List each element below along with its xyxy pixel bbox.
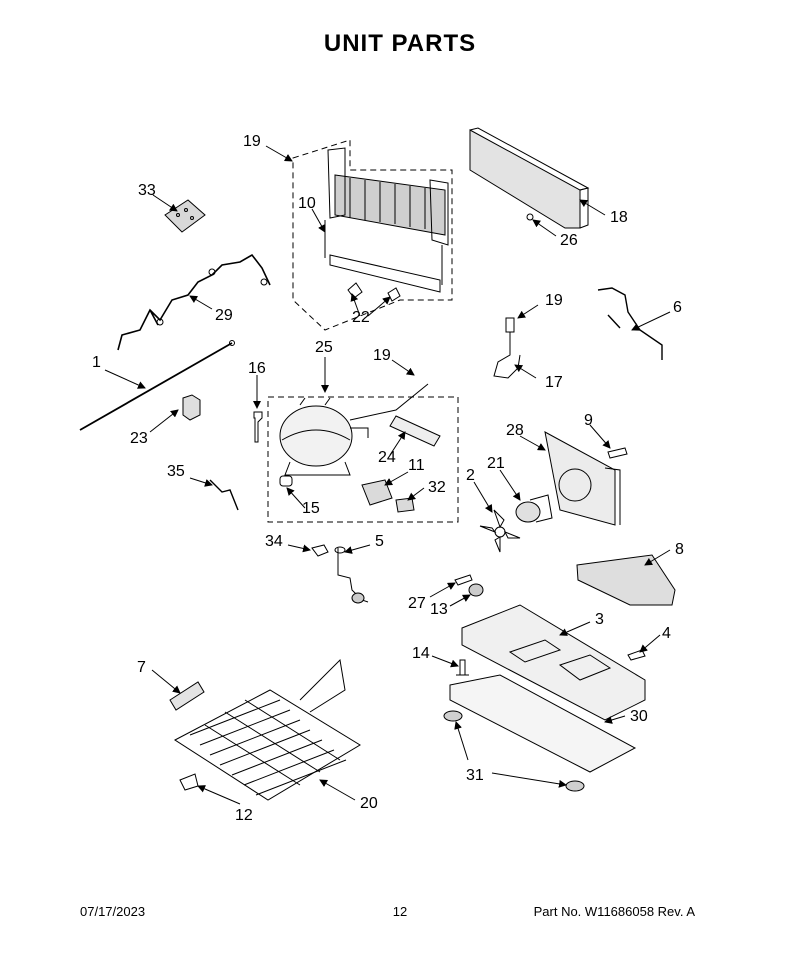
callout-32: 31 [466, 767, 484, 784]
callout-29: 28 [506, 422, 524, 439]
compressor-part-26 [279, 397, 369, 487]
callout-33: 32 [428, 479, 446, 496]
callout-36: 35 [167, 463, 185, 480]
footer-page-number: 12 [392, 904, 408, 919]
callout-28: 27 [408, 595, 426, 612]
callout-10: 10 [298, 195, 316, 212]
fan-blade-part-2 [479, 509, 521, 553]
drain-pan-part-31 [449, 674, 637, 773]
callout-14: 14 [412, 645, 430, 662]
callout-35: 34 [265, 533, 283, 550]
tube-part-7 [169, 681, 205, 711]
callout-labels: 19 10 33 18 26 29 22 19 6 1 25 19 17 16 … [92, 133, 684, 824]
callout-6: 6 [673, 299, 682, 316]
callout-5: 5 [375, 533, 384, 550]
callout-13: 13 [430, 601, 448, 618]
callout-15: 15 [302, 500, 320, 517]
wire-harness-part-30 [117, 253, 271, 351]
callout-24: 23 [130, 430, 148, 447]
callout-4: 4 [662, 625, 671, 642]
callout-17: 17 [545, 374, 563, 391]
compressor-group-outline [267, 396, 459, 523]
rod-part-36 [209, 479, 239, 511]
callout-16: 16 [248, 360, 266, 377]
callout-19a: 19 [545, 292, 563, 309]
callout-26: 25 [315, 339, 333, 356]
cover-part-8 [576, 554, 676, 606]
screw-part-4 [627, 649, 646, 661]
callout-1: 1 [92, 354, 101, 371]
bracket-part-18 [469, 127, 590, 229]
callout-31: 30 [630, 708, 648, 725]
callout-11: 11 [408, 457, 425, 474]
callout-34: 33 [138, 182, 156, 199]
base-plate-part-3 [461, 604, 646, 721]
wire-part-1 [79, 342, 233, 431]
grommet-part-13 [468, 583, 484, 597]
callout-20: 19 [243, 133, 261, 150]
plate-part-34 [164, 199, 206, 233]
callout-12: 12 [235, 807, 253, 824]
clip-part-24 [182, 394, 201, 421]
footer-date: 07/17/2023 [80, 904, 146, 919]
footer-part-number: Part No. W11686058 Rev. A [533, 904, 695, 919]
callout-30: 29 [215, 307, 233, 324]
filter-drier-part-25 [349, 383, 441, 447]
evaporator-coil [324, 147, 449, 302]
evaporator-group-outline [292, 139, 453, 331]
screw-part-9 [607, 447, 628, 459]
callout-22: 21 [487, 455, 505, 472]
callout-18: 18 [610, 209, 628, 226]
callout-25: 24 [378, 449, 396, 466]
callout-2: 2 [466, 467, 475, 484]
fan-motor-part-22 [515, 494, 553, 523]
page-title: UNIT PARTS [323, 30, 477, 57]
condenser-coil-part-21 [174, 658, 361, 801]
callout-19b: 19 [373, 347, 391, 364]
callout-3: 3 [595, 611, 604, 628]
callout-9: 9 [584, 412, 593, 429]
callout-27: 26 [560, 232, 578, 249]
callout-7: 7 [137, 659, 146, 676]
screw-part-14 [456, 659, 469, 676]
fan-shroud-part-29 [544, 431, 621, 526]
screw-part-16 [253, 411, 263, 443]
overload-part-33 [395, 497, 415, 513]
callout-8: 8 [675, 541, 684, 558]
relay-part-11 [361, 479, 393, 506]
screw-part-28 [454, 574, 473, 586]
callout-23: 22 [352, 309, 370, 326]
foot-part-32-b [565, 780, 585, 792]
tube-part-6 [597, 287, 663, 360]
leader-lines [104, 145, 671, 805]
callout-21: 20 [360, 795, 378, 812]
valve-part-35-5 [311, 544, 369, 604]
clip-part-12 [179, 773, 199, 791]
foot-part-32-a [443, 710, 463, 722]
valve-part-19-17 [493, 317, 521, 379]
